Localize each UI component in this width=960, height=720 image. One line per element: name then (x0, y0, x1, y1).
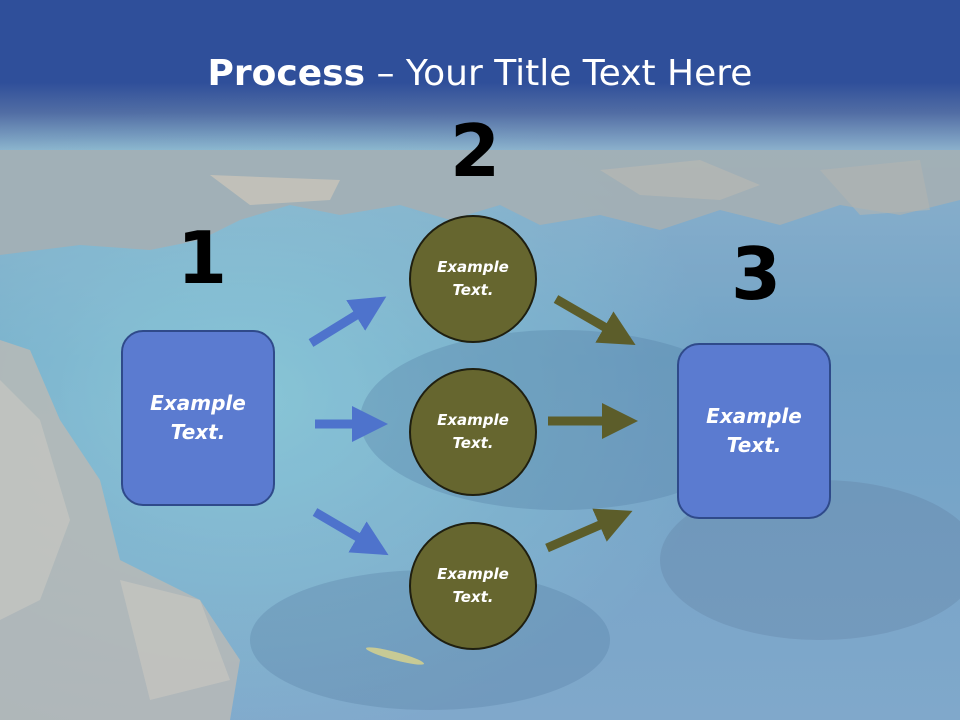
arrow-bottom-to-right (545, 508, 633, 553)
end-box-label: Example Text. (706, 404, 802, 457)
circle-top-label: Example Text. (437, 258, 509, 299)
title-rest-part: – Your Title Text Here (365, 53, 753, 94)
circle-bottom-label: Example Text. (437, 565, 509, 606)
circle-middle: Example Text. (409, 368, 537, 496)
start-box: Example Text. (121, 330, 275, 506)
circle-middle-label: Example Text. (437, 411, 509, 452)
step-number-2: 2 (450, 109, 501, 193)
circle-top: Example Text. (409, 215, 537, 343)
circle-bottom: Example Text. (409, 522, 537, 650)
title-bold-part: Process (207, 53, 366, 94)
end-box: Example Text. (677, 343, 831, 519)
step-number-1: 1 (177, 216, 228, 300)
arrow-left-to-bottom (312, 508, 389, 556)
arrow-top-to-right (553, 295, 636, 346)
step-number-3: 3 (731, 232, 782, 316)
arrow-left-to-top (308, 296, 387, 347)
title-banner (0, 0, 960, 150)
start-box-label: Example Text. (150, 391, 246, 444)
slide-title: Process – Your Title Text Here (0, 52, 960, 96)
